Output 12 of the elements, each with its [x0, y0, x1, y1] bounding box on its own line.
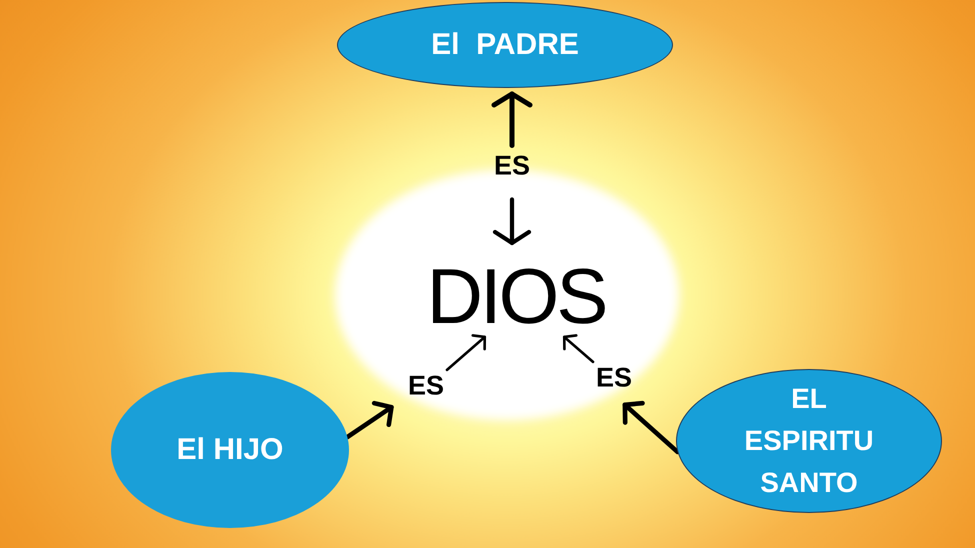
- arrow: [345, 400, 394, 440]
- arrow: [562, 334, 594, 364]
- node-label: El HIJO: [176, 432, 284, 468]
- relation-label: ES: [596, 364, 632, 392]
- arrow: [492, 197, 532, 246]
- node-label: EL ESPIRITU SANTO: [743, 382, 875, 500]
- node-label: El PADRE: [431, 27, 579, 63]
- relation-label: ES: [408, 372, 444, 400]
- relation-label: ES: [494, 152, 530, 180]
- arrow: [446, 334, 486, 372]
- arrow: [492, 91, 532, 148]
- center-word: DIOS: [426, 257, 606, 335]
